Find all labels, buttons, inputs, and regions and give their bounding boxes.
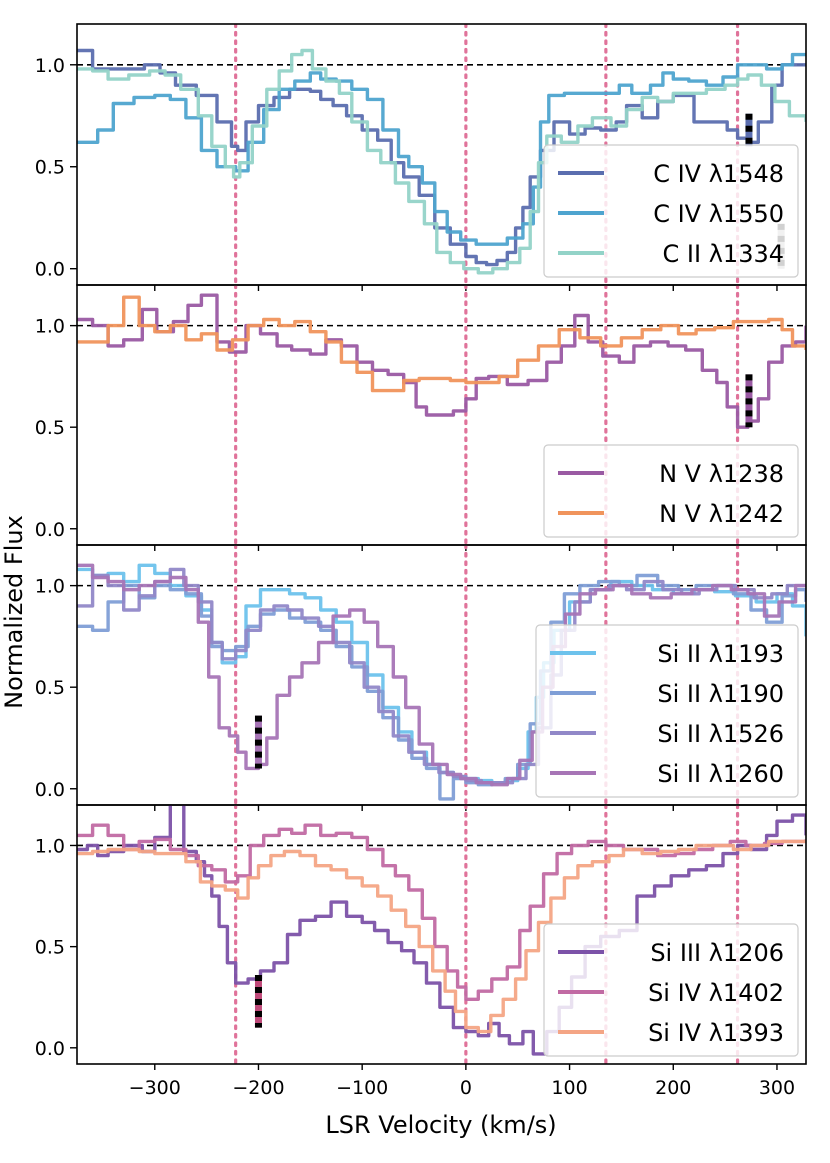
series-line [77, 48, 806, 267]
legend: N V λ1238 N V λ1242 [543, 444, 799, 538]
panel-4: 0.0 0.5 1.0 Si III λ1206 Si IV λ1402 Si IV λ1… [35, 804, 807, 1070]
plot-area [77, 805, 806, 1064]
legend-box [543, 144, 799, 278]
x-tick-label: 300 [759, 1077, 795, 1099]
y-tick-label: 0.5 [35, 937, 65, 959]
y-tick-label: 1.0 [35, 316, 65, 338]
legend-label: Si II λ1260 [657, 760, 784, 788]
panel-frame [76, 804, 807, 1065]
y-tick-label: 0.0 [35, 259, 65, 281]
y-tick-label: 0.0 [35, 1038, 65, 1060]
series-line [77, 52, 806, 246]
y-tick-label: 0.5 [35, 157, 65, 179]
plot-area [77, 285, 806, 545]
y-tick-label: 1.0 [35, 835, 65, 857]
x-tick-label: 0 [460, 1077, 472, 1099]
series-line [77, 839, 806, 1034]
legend-label: Si II λ1190 [657, 680, 784, 708]
series-line [77, 293, 806, 429]
legend: Si II λ1193 Si II λ1190 Si II λ1526 Si II λ… [535, 624, 799, 798]
legend-label: C II λ1334 [663, 240, 784, 268]
legend-label: C IV λ1550 [653, 200, 784, 228]
legend-label: Si IV λ1393 [648, 1019, 784, 1047]
panel-2: 0.0 0.5 1.0 N V λ1238 N V λ1242 [35, 284, 807, 551]
legend: C IV λ1548 C IV λ1550 C II λ1334 [543, 144, 799, 278]
y-tick-label: 1.0 [35, 55, 65, 77]
x-tick-label: −100 [336, 1077, 388, 1099]
series-line [77, 295, 806, 393]
y-tick-label: 0.5 [35, 417, 65, 439]
legend-box [543, 444, 799, 538]
x-axis-label: LSR Velocity (km/s) [325, 1111, 556, 1139]
x-tick-label: −200 [232, 1077, 284, 1099]
legend-label: Si IV λ1402 [648, 979, 784, 1007]
legend-box [543, 923, 799, 1057]
series-line [77, 573, 806, 801]
panel-3: 0.0 0.5 1.0 Si II λ1193 Si II λ1190 Si II λ15… [35, 544, 807, 811]
legend-label: N V λ1238 [659, 460, 784, 488]
legend: Si III λ1206 Si IV λ1402 Si IV λ1393 [543, 923, 799, 1057]
x-tick-label: 200 [655, 1077, 691, 1099]
series-line [77, 563, 806, 787]
x-tick-label: −300 [129, 1077, 181, 1099]
legend-label: Si II λ1193 [657, 640, 784, 668]
y-tick-label: 0.5 [35, 677, 65, 699]
panel-1: 0.0 0.5 1.0 C IV λ1548 C IV λ1550 C II λ1334 [35, 23, 807, 291]
plot-area [77, 545, 806, 805]
series-line [77, 48, 806, 275]
legend-label: Si II λ1526 [657, 720, 784, 748]
legend-label: C IV λ1548 [653, 160, 784, 188]
plot-area [77, 24, 806, 285]
y-tick-label: 1.0 [35, 576, 65, 598]
legend-box [535, 624, 799, 798]
y-axis-label: Normalized Flux [0, 515, 28, 709]
legend-label: N V λ1242 [659, 500, 784, 528]
y-tick-label: 0.0 [35, 779, 65, 801]
legend-label: Si III λ1206 [650, 939, 784, 967]
x-axis: −300 −200 −100 0 100 200 300 [129, 1077, 795, 1099]
x-tick-label: 100 [551, 1077, 587, 1099]
y-tick-label: 0.0 [35, 519, 65, 541]
